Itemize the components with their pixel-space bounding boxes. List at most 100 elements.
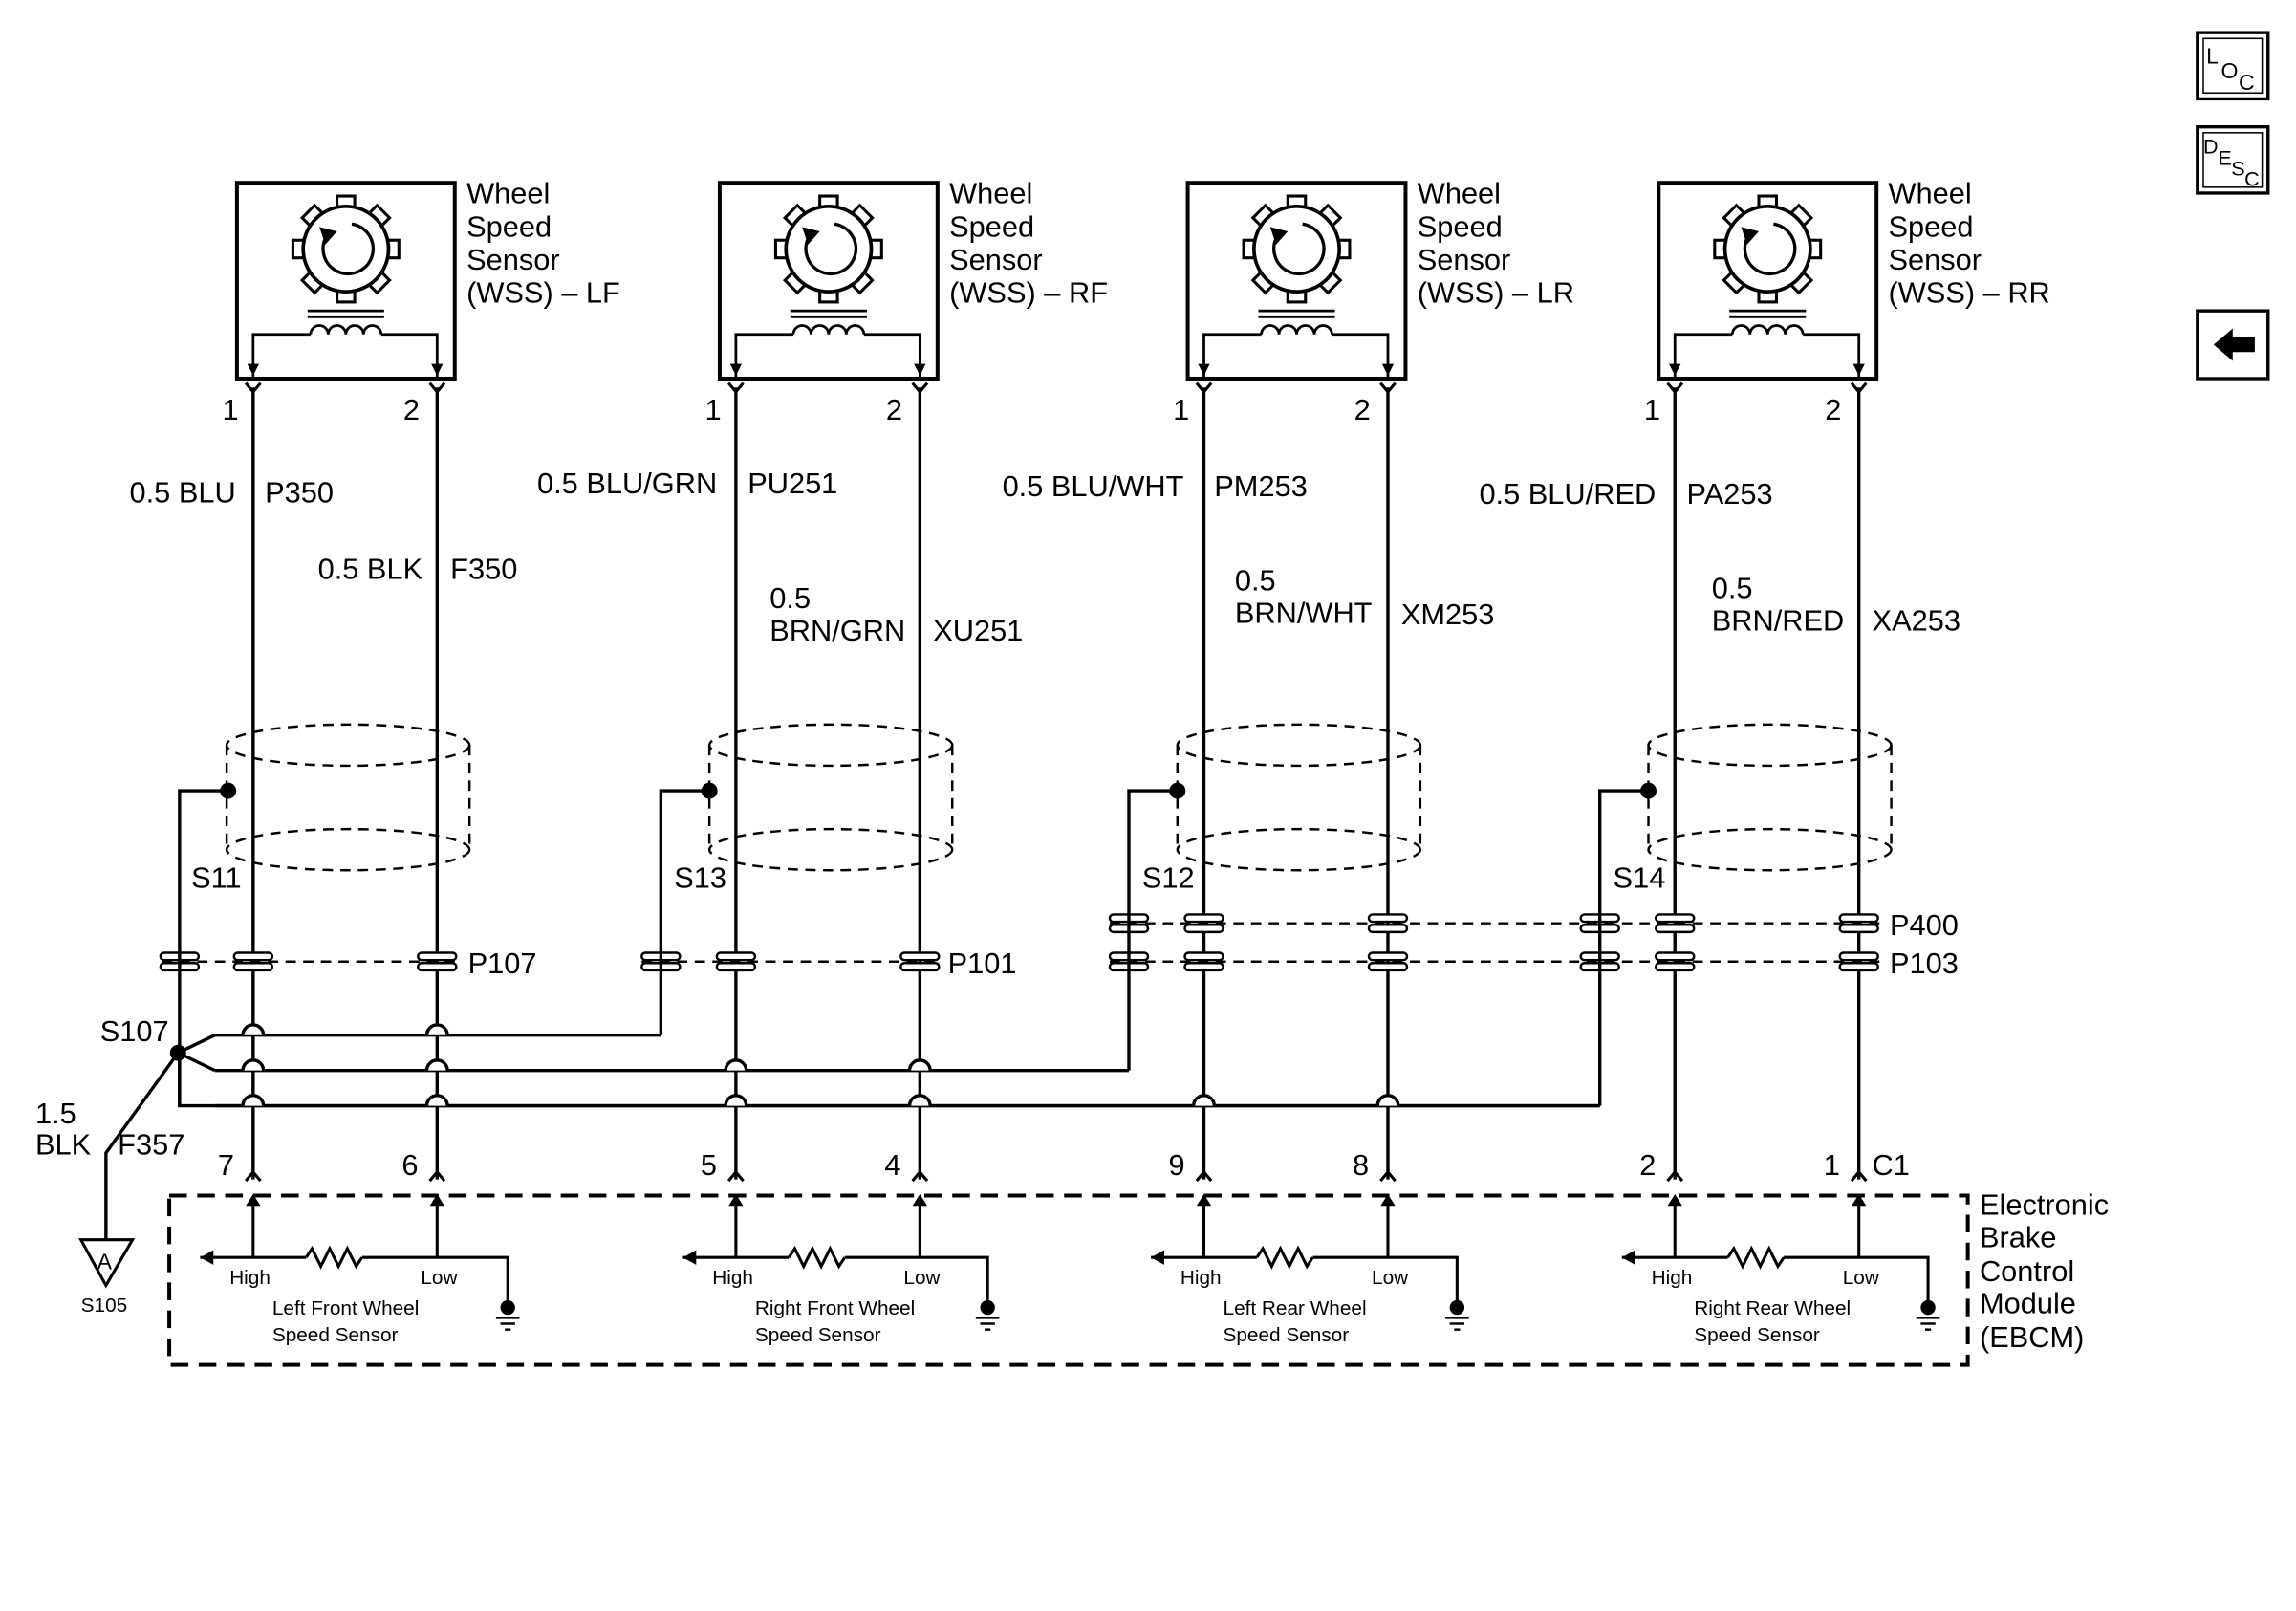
ebcm-high-label: High: [712, 1267, 753, 1289]
high-wire-gauge: 0.5 BLU/GRN: [537, 467, 717, 500]
low-wire-gauge: 0.5 BLK: [318, 552, 423, 585]
sensor-title-line: (WSS) – RF: [949, 276, 1108, 310]
sensor-title-line: (WSS) – RR: [1888, 276, 2049, 310]
wire-crossing: [1375, 1094, 1400, 1106]
cable-shield: [225, 723, 471, 872]
sensor-title-line: Wheel: [466, 177, 550, 210]
wire-crossing: [424, 1023, 449, 1035]
sensor-title-line: Speed: [1418, 209, 1503, 243]
ebcm-title-4: Module: [1980, 1287, 2076, 1320]
wire-crossing: [241, 1058, 266, 1071]
ebcm-title-2: Brake: [1980, 1220, 2056, 1253]
ebcm-channel-label-2: Speed Sensor: [1694, 1324, 1820, 1346]
ebcm-high-label: High: [1180, 1267, 1222, 1289]
desc-button[interactable]: D E S C: [2196, 124, 2270, 195]
sensor-title-line: Sensor: [466, 243, 560, 276]
chassis-ground-icon: [495, 1299, 520, 1331]
loc-button[interactable]: L O C: [2196, 31, 2270, 101]
inline-connector-terminal: [1367, 913, 1409, 934]
wire-crossing: [241, 1094, 266, 1106]
inline-connector-terminal: [1367, 951, 1409, 972]
chassis-ground-icon: [1445, 1299, 1469, 1331]
sensor-pin-low: 2: [403, 393, 420, 426]
high-wire-gauge: 0.5 BLU/RED: [1479, 477, 1656, 511]
ebcm-pin-high: 5: [701, 1148, 717, 1182]
sensor-title-line: Wheel: [949, 177, 1032, 210]
chassis-ground-icon: [975, 1299, 1000, 1331]
wheel-speed-sensor: [1185, 181, 1408, 381]
ebcm-title-3: Control: [1980, 1254, 2074, 1288]
splice-fan-in: [174, 1034, 216, 1073]
back-button[interactable]: [2196, 309, 2270, 381]
tone-ring-icon: [1713, 194, 1823, 304]
desc-d: D: [2203, 134, 2219, 158]
low-wire-color: BRN/RED: [1712, 603, 1845, 637]
sensor-title-line: Speed: [949, 209, 1034, 243]
shield-splice-label: S13: [674, 861, 726, 895]
sensor-pin-low: 2: [1825, 393, 1841, 426]
sensor-title-line: Sensor: [1888, 243, 1982, 276]
shield-splice-label: S11: [191, 861, 241, 895]
sensor-title-line: Speed: [466, 209, 552, 243]
high-wire-circuit: P350: [265, 475, 334, 509]
cable-shield: [707, 723, 954, 872]
ground-symbol: A: [78, 1238, 136, 1289]
ebcm-high-label: High: [1652, 1267, 1693, 1289]
wheel-speed-sensor: [717, 181, 940, 381]
low-wire-circuit: XA253: [1873, 603, 1960, 637]
sensor-pin-high: 1: [223, 393, 239, 426]
ground-wire-f357: [104, 1052, 180, 1240]
desc-s: S: [2231, 156, 2244, 180]
sensor-title-line: (WSS) – LR: [1418, 276, 1574, 310]
pickup-coil-icon: [1198, 309, 1395, 378]
loc-o: O: [2220, 58, 2238, 83]
ebcm-channel-label-1: Right Front Wheel: [755, 1297, 915, 1319]
sensor-pin-low: 2: [1354, 393, 1371, 426]
inline-connector-terminal: [1654, 913, 1696, 934]
desc-e: E: [2218, 146, 2231, 170]
inline-connector-terminal: [1838, 913, 1879, 934]
inline-connector-terminal: [1654, 951, 1696, 972]
sensor-title-line: Speed: [1888, 209, 1973, 243]
ebcm-channel-label-2: Speed Sensor: [272, 1324, 399, 1346]
ebcm-title-5: (EBCM): [1980, 1320, 2084, 1354]
sensor-pin-low: 2: [886, 393, 902, 426]
low-wire-color: BRN/WHT: [1235, 597, 1373, 630]
loc-c: C: [2239, 70, 2255, 95]
sensor-title-line: Sensor: [1418, 243, 1511, 276]
ebcm-low-label: Low: [421, 1267, 458, 1289]
wheel-speed-sensor: [234, 181, 457, 381]
ebcm-pin-low: 1: [1824, 1148, 1840, 1182]
sensor-pin-high: 1: [705, 393, 722, 426]
ebcm-low-label: Low: [1372, 1267, 1409, 1289]
inline-connector-terminal: [715, 951, 757, 972]
chassis-ground-icon: [1916, 1299, 1940, 1331]
low-wire-gauge: 0.5: [1712, 571, 1753, 604]
shield-drain-wire: [1598, 789, 1649, 1106]
connector-p107-label: P107: [468, 947, 537, 980]
back-arrow-icon: [2213, 328, 2255, 361]
ground-wire-circuit: F357: [118, 1127, 184, 1161]
low-wire-color: BRN/GRN: [769, 614, 905, 647]
wire-crossing: [424, 1094, 449, 1106]
wire-crossing: [907, 1094, 932, 1106]
ebcm-pin-high: 7: [218, 1148, 234, 1182]
high-wire-circuit: PA253: [1687, 477, 1773, 511]
wire-crossing: [1192, 1094, 1216, 1106]
splice-s107-label: S107: [100, 1014, 169, 1048]
tone-ring-icon: [291, 194, 401, 304]
ebcm-pin-low: 4: [884, 1148, 900, 1182]
inline-connector-terminal: [1838, 951, 1879, 972]
wire-crossing: [724, 1058, 748, 1071]
tone-ring-icon: [773, 194, 883, 304]
ebcm-low-label: Low: [903, 1267, 941, 1289]
cable-shield: [1176, 723, 1422, 872]
low-wire-circuit: F350: [450, 552, 517, 585]
connector-p103-label: P103: [1890, 947, 1959, 980]
